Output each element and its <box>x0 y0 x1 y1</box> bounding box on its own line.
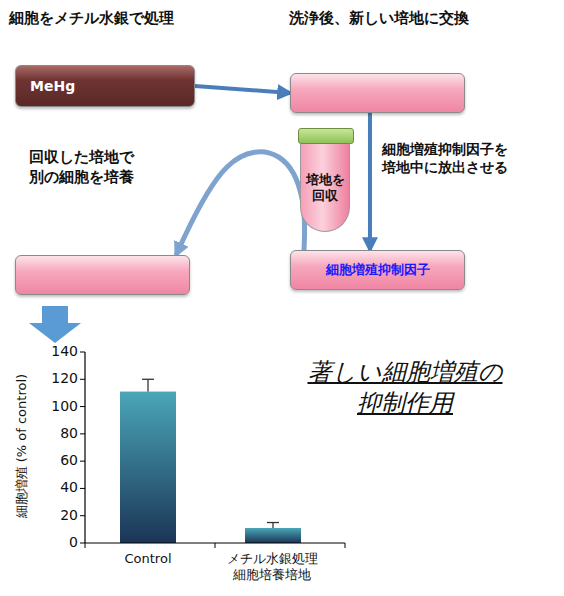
tick-label: 120 <box>36 370 78 388</box>
tick <box>80 488 85 489</box>
axis-title: 細胞増殖 (% of control) <box>14 346 30 546</box>
tick <box>80 543 85 544</box>
node-text: 細胞増殖抑制因子 <box>326 262 430 278</box>
tick-label: 140 <box>36 343 78 361</box>
tick <box>80 461 85 462</box>
sample-tube: 培地を回収 <box>300 144 350 232</box>
petri-dish: 細胞増殖抑制因子 <box>290 250 465 290</box>
tick-label: 80 <box>36 425 78 443</box>
error-bar <box>272 523 273 528</box>
petri-dish: 細胞をメチル水銀で処理MeHg <box>15 65 195 107</box>
step-caption: 回収した培地で 別の細胞を培養 <box>29 148 135 187</box>
bar-chart <box>80 352 345 548</box>
y-axis <box>84 352 85 543</box>
tick <box>345 543 346 548</box>
node-body: 細胞増殖抑制因子 <box>291 251 464 289</box>
node-body: MeHg <box>16 66 194 106</box>
tick <box>80 433 85 434</box>
emphasis-note: 著しい細胞増殖の 抑制作用 <box>300 357 510 419</box>
bar <box>120 392 176 543</box>
tick <box>80 379 85 380</box>
edge-label: 細胞増殖抑制因子を 培地中に放出させる <box>382 140 518 176</box>
flow-arrow <box>176 152 305 255</box>
step-caption: 洗浄後、新しい培地に交換 <box>289 9 489 29</box>
tick <box>85 543 86 548</box>
category-label: メチル水銀処理 細胞培養培地 <box>222 551 322 584</box>
tick <box>215 543 216 548</box>
category-label: Control <box>103 551 193 567</box>
error-cap <box>267 522 279 523</box>
tick-label: 0 <box>36 534 78 552</box>
error-bar <box>147 379 148 391</box>
down-arrow <box>29 306 81 343</box>
tick-label: 60 <box>36 452 78 470</box>
flow-arrow <box>368 113 372 250</box>
tick <box>80 515 85 516</box>
flow-arrow <box>195 86 290 93</box>
tick-label: 20 <box>36 507 78 525</box>
error-cap <box>142 379 154 380</box>
node-text: MeHg <box>30 78 75 95</box>
tube-cap <box>298 128 354 144</box>
tick-label: 100 <box>36 398 78 416</box>
tick <box>80 352 85 353</box>
petri-dish: 洗浄後、新しい培地に交換 <box>290 73 465 113</box>
node-body: 培地を回収 <box>301 144 349 231</box>
node-text: 培地を回収 <box>305 172 345 203</box>
petri-dish: 回収した培地で 別の細胞を培養 <box>15 255 190 295</box>
step-caption: 細胞をメチル水銀で処理 <box>9 9 269 29</box>
bar <box>245 528 301 543</box>
tick <box>80 406 85 407</box>
tick-label: 40 <box>36 479 78 497</box>
